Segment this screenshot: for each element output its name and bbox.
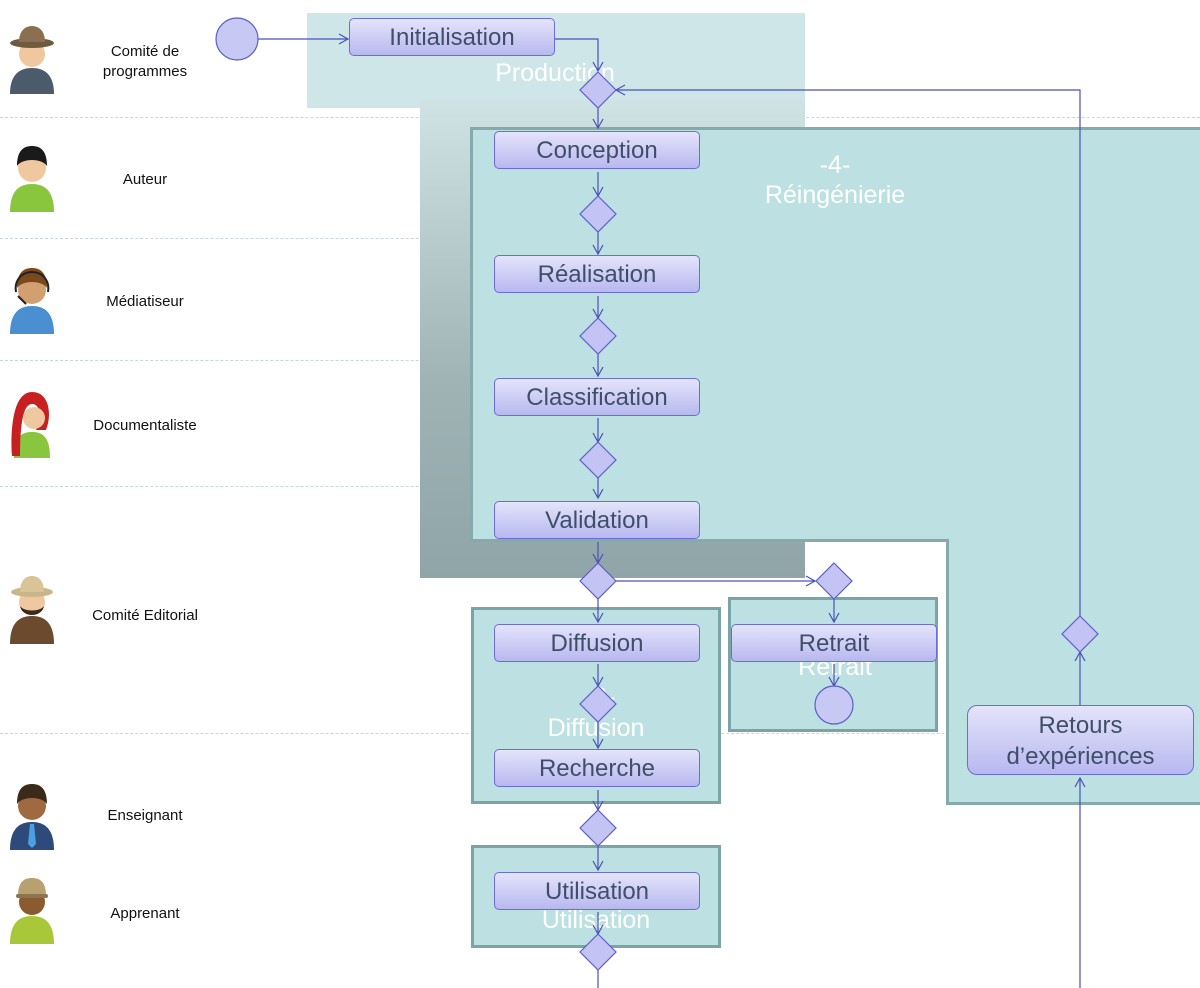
task-retours-line-2: d’expériences [1006,743,1155,770]
role-comite-editorial: Comité Editorial [0,572,240,652]
man-headset-icon [10,268,54,334]
role-label: Enseignant [107,807,183,824]
reingenierie-zone-mask [949,536,1200,544]
man-tie-icon [10,784,54,850]
role-mediatiseur: Médiatiseur [0,262,240,342]
man-beard-hat-icon [10,576,54,644]
task-conception[interactable]: Conception [494,131,700,169]
student-cap-icon [10,878,54,944]
task-initialisation[interactable]: Initialisation [349,18,555,56]
task-validation[interactable]: Validation [494,501,700,539]
task-classification[interactable]: Classification [494,378,700,416]
task-retrait[interactable]: Retrait [731,624,937,662]
task-retours-line-1: Retours [1038,712,1123,739]
task-recherche[interactable]: Recherche [494,749,700,787]
reingenierie-zone-number: -4- [819,151,851,179]
role-apprenant: Apprenant [0,872,240,952]
role-label: Auteur [122,171,168,188]
role-documentaliste: Documentaliste [0,386,240,466]
task-retours-experiences[interactable]: Retours d’expériences [967,705,1194,775]
man-black-hair-icon [10,146,54,212]
role-label: Apprenant [110,905,180,922]
woman-red-hair-icon [11,392,50,458]
man-hat-icon [10,26,54,94]
task-utilisation[interactable]: Utilisation [494,872,700,910]
task-realisation[interactable]: Réalisation [494,255,700,293]
task-diffusion[interactable]: Diffusion [494,624,700,662]
role-enseignant: Enseignant [0,778,240,858]
role-label: Comité de programmes [102,43,188,80]
role-comite-programmes: Comité de programmes [0,22,240,102]
reingenierie-zone-title: Réingénierie [764,181,906,209]
role-label: Comité Editorial [92,607,198,624]
role-label: Médiatiseur [106,293,184,310]
role-label: Documentaliste [93,417,197,434]
role-auteur: Auteur [0,140,240,220]
reingenierie-zone [470,127,1200,542]
